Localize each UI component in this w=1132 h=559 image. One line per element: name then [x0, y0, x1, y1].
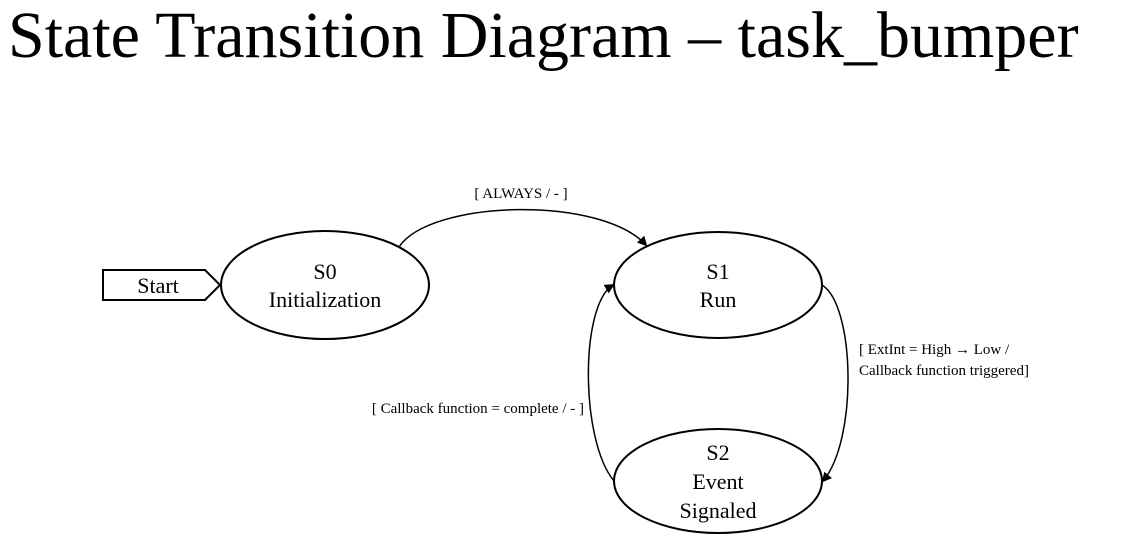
state-s0-ellipse: [220, 230, 430, 340]
start-marker: Start: [102, 269, 222, 301]
state-s2: S2 Event Signaled: [613, 428, 823, 534]
state-s1: S1 Run: [613, 231, 823, 339]
state-s0: S0 Initialization: [220, 230, 430, 340]
state-s1-name: Run: [700, 287, 737, 312]
transition-s1-s2-arrow: [821, 284, 849, 483]
transition-s2-s1-label: [ Callback function = complete / - ]: [372, 401, 584, 417]
page-title: State Transition Diagram – task_bumper: [8, 0, 1079, 72]
state-s2-id: S2: [706, 440, 729, 465]
transition-s1-s2-label-line2: Callback function triggered]: [859, 363, 1029, 379]
transition-s1-s2: [ ExtInt = High → Low / Callback functio…: [821, 284, 1029, 483]
state-s0-id: S0: [313, 259, 336, 284]
transition-s0-s1-label: [ ALWAYS / - ]: [474, 186, 567, 202]
state-s2-name-line1: Event: [692, 469, 743, 494]
state-s1-id: S1: [706, 259, 729, 284]
transition-s0-s1-arrow: [398, 208, 648, 248]
state-s2-name-line2: Signaled: [680, 498, 757, 523]
state-s0-name: Initialization: [269, 287, 381, 312]
state-s1-ellipse: [613, 231, 823, 339]
transition-s0-s1: [ ALWAYS / - ]: [398, 186, 648, 248]
transition-s1-s2-label-line1: [ ExtInt = High → Low /: [859, 342, 1010, 358]
transition-s2-s1-arrow: [587, 283, 615, 482]
start-marker-label: Start: [137, 273, 179, 298]
transition-s2-s1: [ Callback function = complete / - ]: [372, 283, 615, 482]
start-marker-shape: [102, 269, 222, 301]
